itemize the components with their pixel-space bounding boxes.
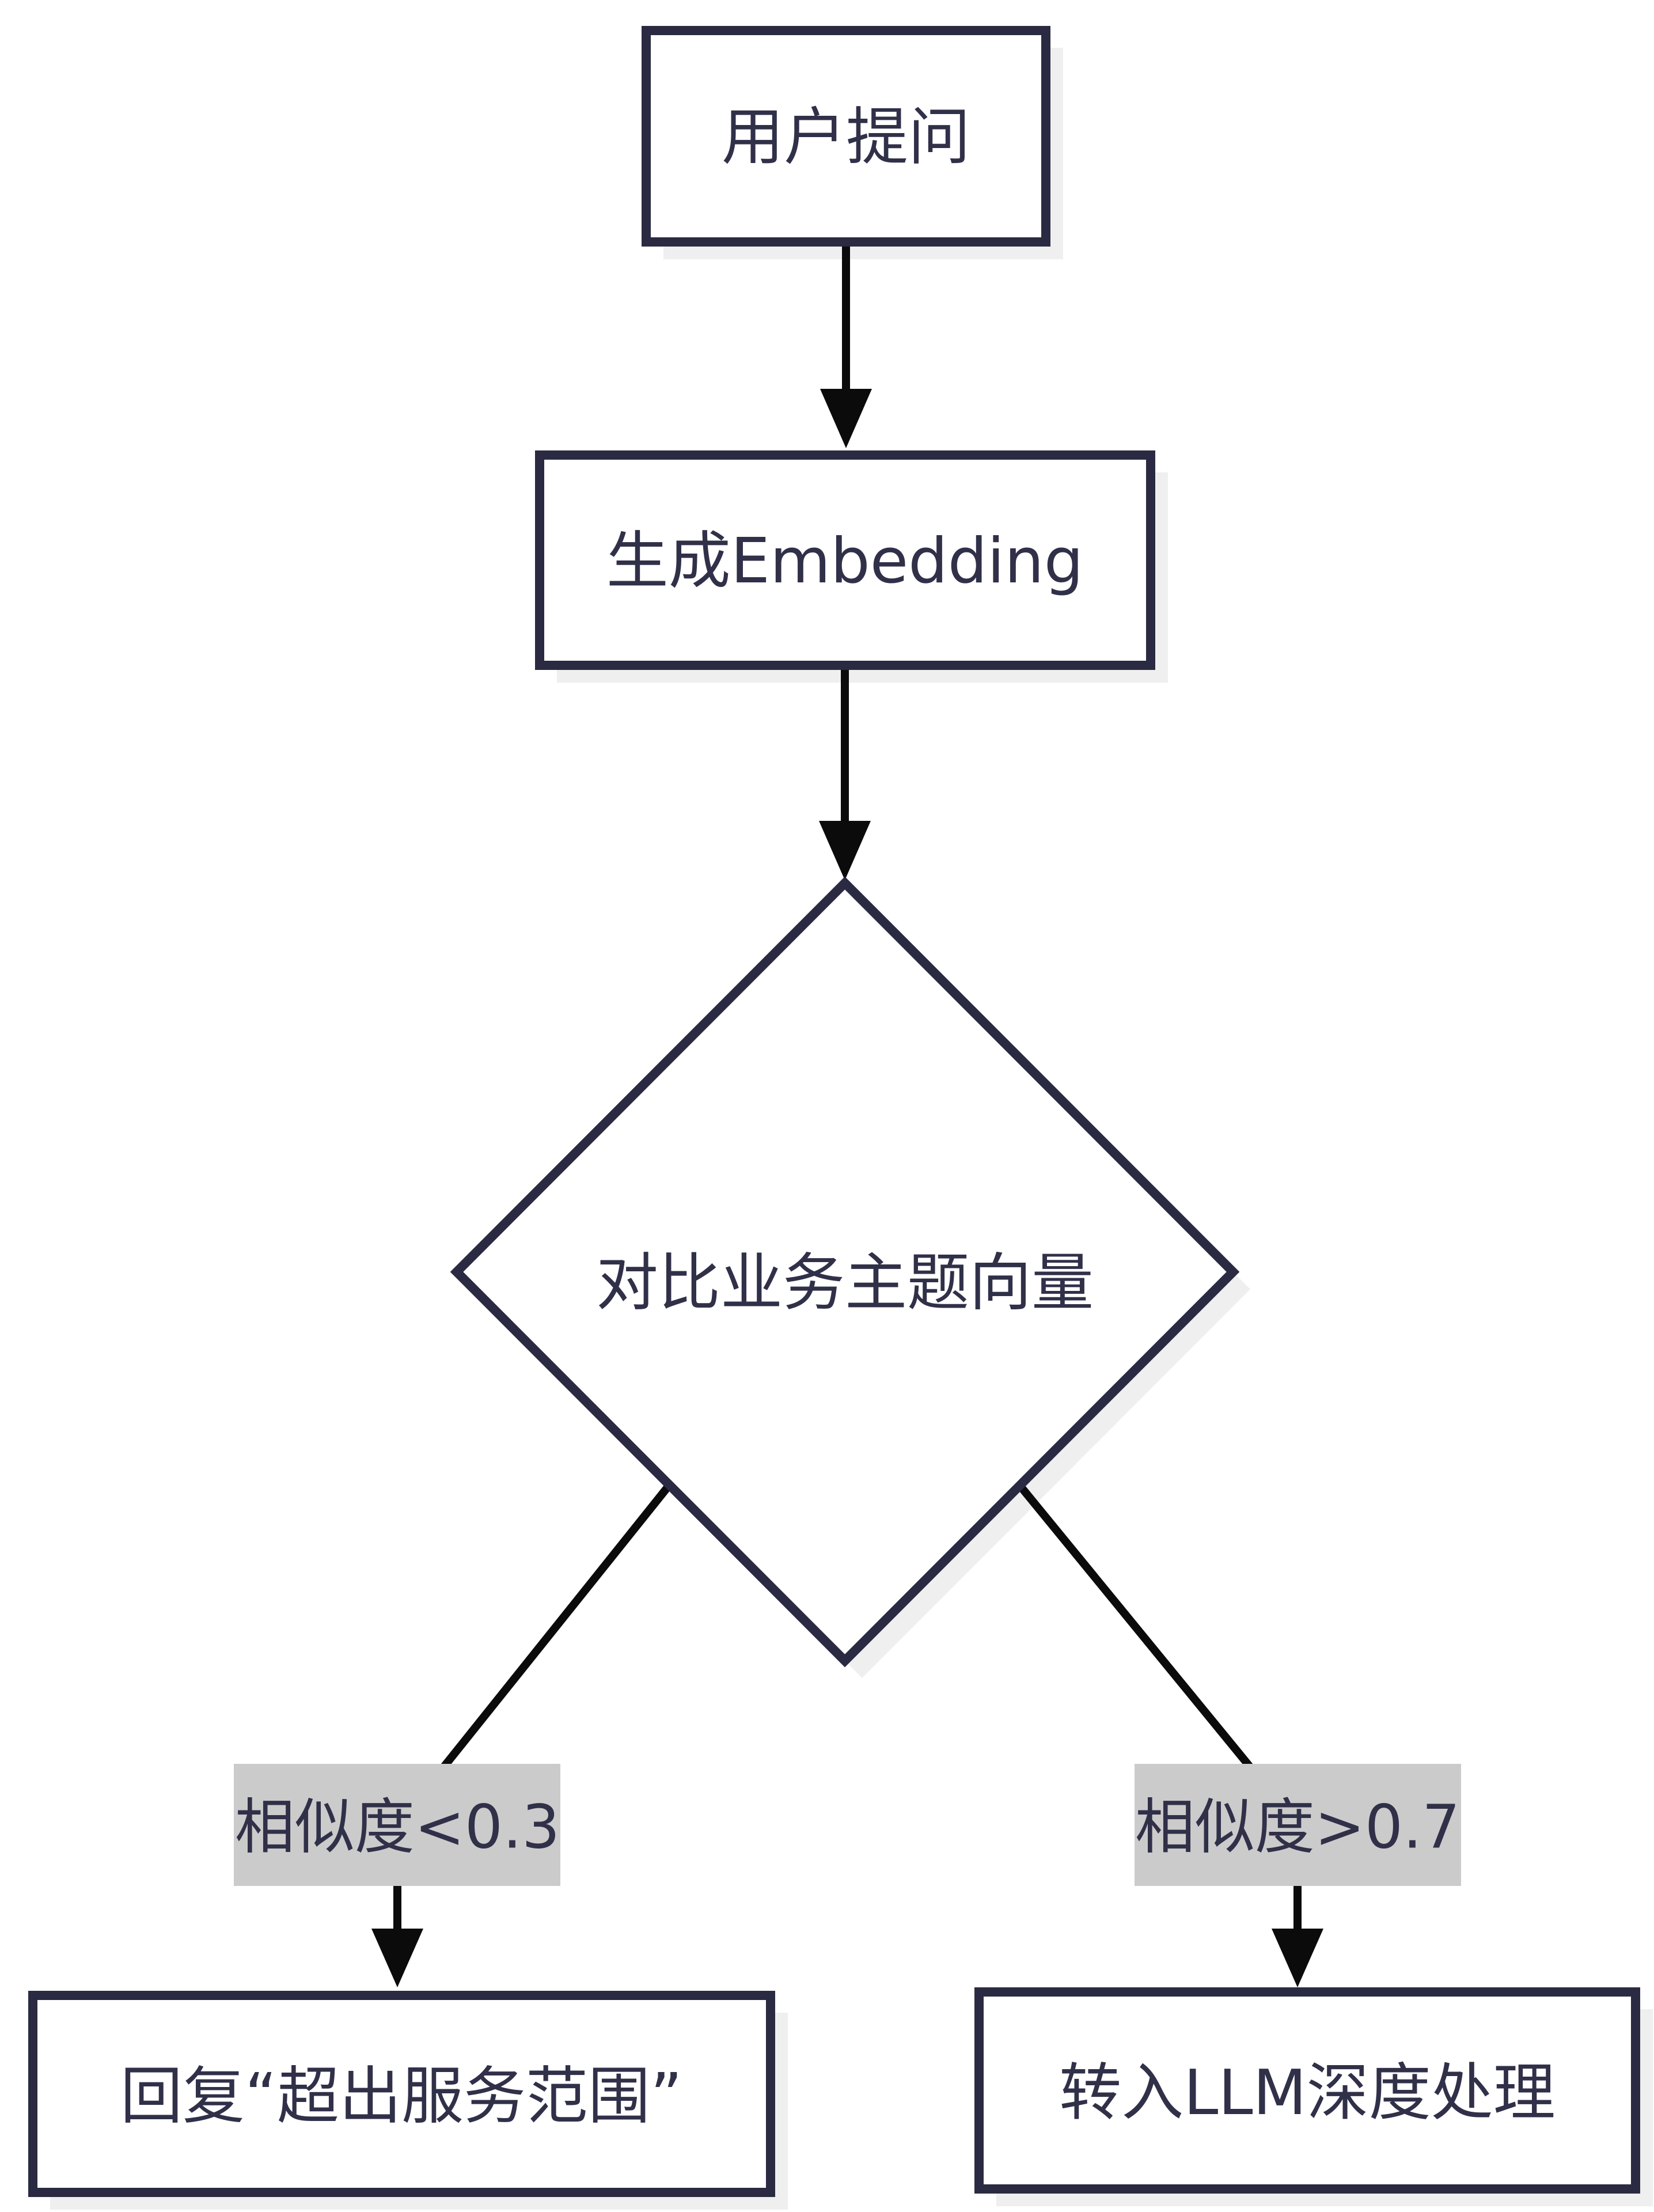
edge-label-low-similarity-bg bbox=[234, 1764, 560, 1886]
llm-node bbox=[974, 1987, 1640, 2194]
edge-label-low-similarity-text: 相似度<0.3 bbox=[235, 1791, 560, 1862]
reply-node-label: 回复“超出服务范围” bbox=[120, 2061, 682, 2133]
arrow-low-to-reply-head bbox=[371, 1929, 423, 1987]
user-question-label: 用户提问 bbox=[722, 101, 970, 173]
generate-embedding-label: 生成Embedding bbox=[606, 525, 1084, 597]
decision-diamond-node bbox=[450, 876, 1240, 1668]
arrow-embedding-to-compare-head bbox=[819, 821, 871, 880]
edge-label-high-similarity-bg bbox=[1135, 1764, 1461, 1886]
user-question-node bbox=[642, 26, 1050, 247]
generate-embedding-node bbox=[535, 450, 1155, 670]
edge-label-high-similarity-text: 相似度>0.7 bbox=[1135, 1791, 1460, 1862]
arrow-high-to-llm-head bbox=[1272, 1929, 1323, 1987]
reply-node bbox=[28, 1991, 775, 2197]
decision-diamond-label: 对比业务主题向量 bbox=[596, 1247, 1094, 1319]
arrow-question-to-embedding-head bbox=[820, 389, 872, 448]
llm-node-label: 转入LLM深度处理 bbox=[1059, 2057, 1556, 2129]
